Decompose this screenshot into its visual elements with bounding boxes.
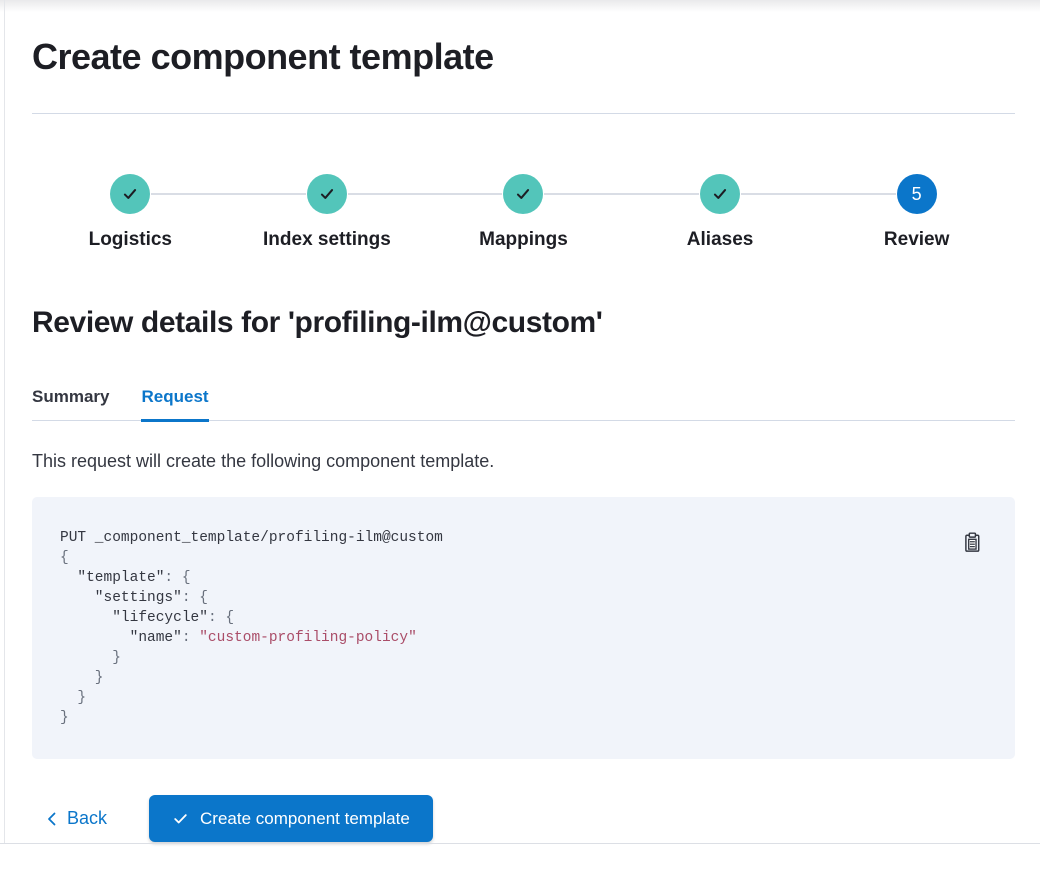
step-label: Logistics [89,229,172,251]
tab-request[interactable]: Request [141,387,208,420]
step-label: Mappings [479,229,568,251]
back-label: Back [67,808,107,829]
chevron-left-icon [45,811,58,827]
step-aliases[interactable]: Aliases [622,174,819,251]
wizard-footer: Back Create component template [32,795,1015,842]
step-complete-circle[interactable] [503,174,543,214]
request-code: PUT _component_template/profiling-ilm@cu… [60,528,987,728]
step-complete-circle[interactable] [700,174,740,214]
top-shadow [0,0,1040,12]
step-label: Index settings [263,229,391,251]
step-mappings[interactable]: Mappings [425,174,622,251]
review-heading: Review details for 'profiling-ilm@custom… [32,305,1015,341]
title-divider [32,113,1015,114]
step-current-circle: 5 [897,174,937,214]
step-complete-circle[interactable] [110,174,150,214]
request-code-block: PUT _component_template/profiling-ilm@cu… [32,497,1015,759]
step-number: 5 [912,184,922,205]
step-label: Aliases [687,229,754,251]
check-icon [711,185,729,203]
step-review: 5 Review [818,174,1015,251]
tab-summary[interactable]: Summary [32,387,109,420]
step-indicator: Logistics Index settings Mappings [32,174,1015,251]
create-button-label: Create component template [200,809,410,829]
step-complete-circle[interactable] [307,174,347,214]
copy-clipboard-icon [961,531,983,553]
code-request-line: PUT _component_template/profiling-ilm@cu… [60,530,443,546]
create-component-template-page: Create component template Logistics Inde… [0,36,1040,842]
code-string-value: "custom-profiling-policy" [199,630,417,646]
back-button[interactable]: Back [45,808,107,829]
check-icon [318,185,336,203]
review-tabs: Summary Request [32,387,1015,421]
step-logistics[interactable]: Logistics [32,174,229,251]
check-icon [172,810,189,827]
step-label: Review [884,229,949,251]
create-component-template-button[interactable]: Create component template [149,795,433,842]
request-description: This request will create the following c… [32,449,1015,473]
check-icon [121,185,139,203]
copy-to-clipboard-button[interactable] [961,531,983,553]
bottom-edge-border [0,843,1040,844]
step-index-settings[interactable]: Index settings [229,174,426,251]
check-icon [514,185,532,203]
page-title: Create component template [32,36,1015,78]
